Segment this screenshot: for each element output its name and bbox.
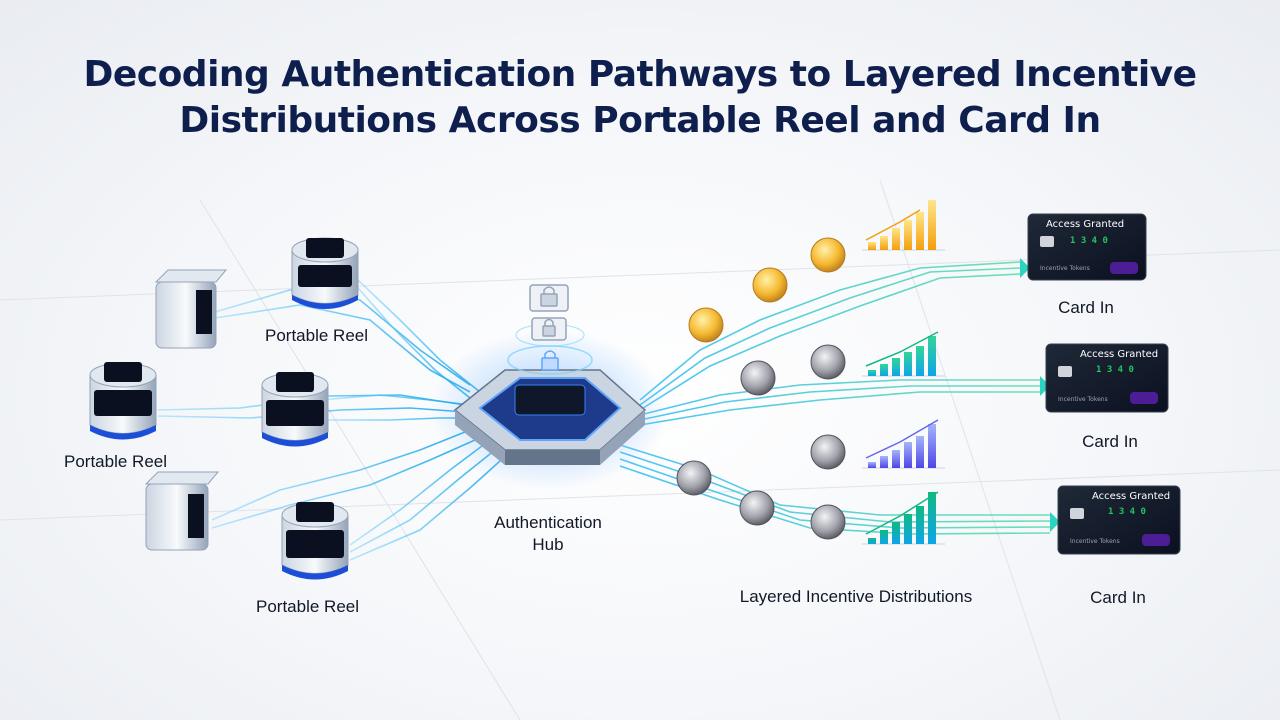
hub-label-line-1: Authentication <box>494 513 602 532</box>
card-status: Access Granted <box>1092 491 1170 502</box>
card-amount: 1 3 4 0 <box>1096 365 1134 375</box>
reel-device-bottom-square <box>144 471 220 551</box>
coin-icon <box>676 237 846 540</box>
chip-icon <box>1040 236 1054 247</box>
reel-device-top <box>291 237 359 309</box>
card-amount: 1 3 4 0 <box>1108 507 1146 517</box>
bar-chart-icon <box>862 200 945 251</box>
bar-chart-icon <box>862 331 945 377</box>
bar-chart-icon <box>862 491 945 545</box>
reel-device-bottom <box>281 502 349 580</box>
card-toggle-icon <box>1142 534 1170 546</box>
reel-device-left <box>89 362 157 440</box>
reel-device-left-square <box>154 269 228 349</box>
lock-icon <box>541 350 559 371</box>
lock-icon <box>529 284 569 312</box>
hub-to-card-flows <box>619 261 1051 535</box>
portable-reel-label-left: Portable Reel <box>64 452 167 471</box>
page-title: Decoding Authentication Pathways to Laye… <box>0 52 1280 144</box>
card-status: Access Granted <box>1046 219 1124 230</box>
lock-icon <box>531 317 567 341</box>
chip-icon <box>1070 508 1084 519</box>
portable-reel-label-top: Portable Reel <box>265 326 368 345</box>
credit-card-1: Access Granted 1 3 4 0 Incentive Tokens <box>1027 213 1147 281</box>
card-in-label-2: Card In <box>1082 432 1138 451</box>
portable-reel-label-bottom: Portable Reel <box>256 597 359 616</box>
card-amount: 1 3 4 0 <box>1070 236 1108 246</box>
card-token-label: Incentive Tokens <box>1058 396 1108 403</box>
card-toggle-icon <box>1130 392 1158 404</box>
card-in-label-3: Card In <box>1090 588 1146 607</box>
flow-arrowheads <box>1020 258 1060 532</box>
title-line-2: Distributions Across Portable Reel and C… <box>179 100 1101 141</box>
card-in-label-1: Card In <box>1058 298 1114 317</box>
reel-device-center <box>261 372 329 447</box>
hub-label-line-2: Hub <box>532 535 563 554</box>
credit-card-3: Access Granted 1 3 4 0 Incentive Tokens <box>1057 485 1181 555</box>
bar-chart-icon <box>862 419 945 469</box>
authentication-hub <box>430 323 670 490</box>
credit-card-2: Access Granted 1 3 4 0 Incentive Tokens <box>1045 343 1169 413</box>
card-token-label: Incentive Tokens <box>1070 538 1120 545</box>
card-status: Access Granted <box>1080 349 1158 360</box>
incentive-distributions-label: Layered Incentive Distributions <box>740 587 972 606</box>
chip-icon <box>1058 366 1072 377</box>
title-line-1: Decoding Authentication Pathways to Laye… <box>83 54 1197 95</box>
card-toggle-icon <box>1110 262 1138 274</box>
card-token-label: Incentive Tokens <box>1040 265 1090 272</box>
